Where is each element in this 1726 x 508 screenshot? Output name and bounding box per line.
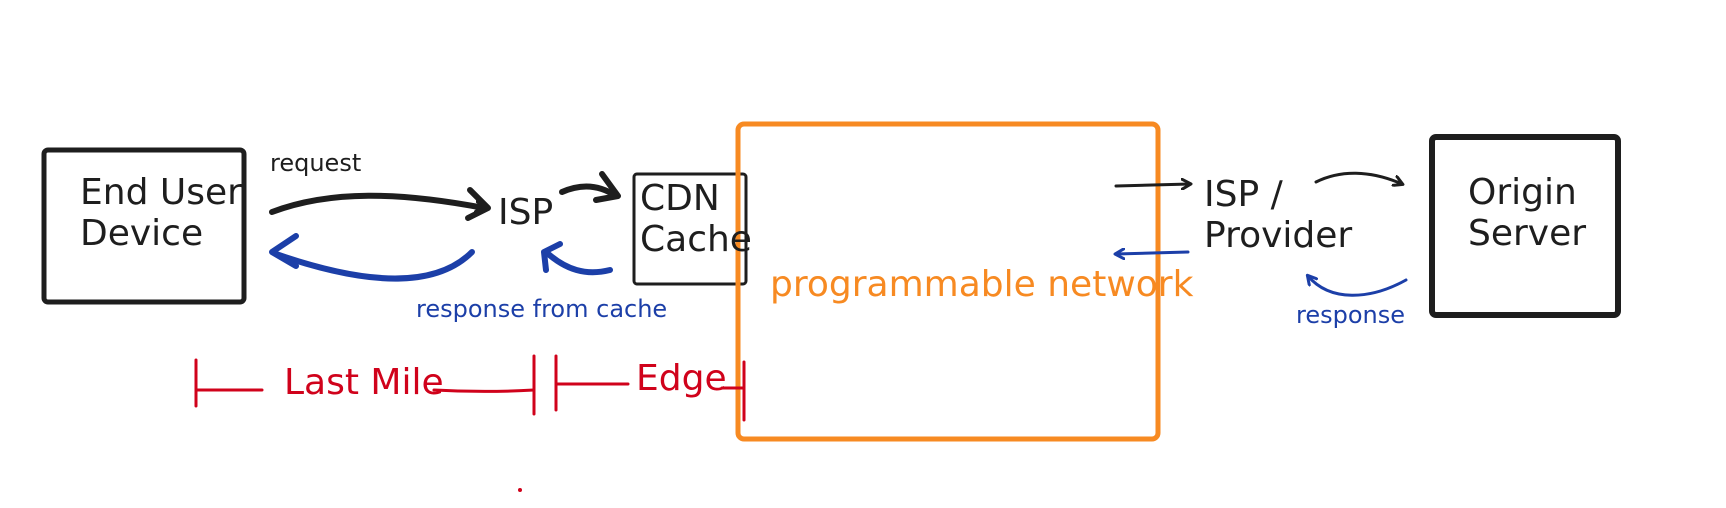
- response-label: response: [1296, 301, 1406, 329]
- request-arrow: [269, 192, 487, 215]
- isp-label: ISP: [498, 192, 554, 233]
- isp-provider-line-2: Provider: [1204, 215, 1353, 257]
- request-arrowhead: [465, 187, 491, 221]
- response-from-cache-arrowhead: [541, 241, 563, 273]
- origin-response-arrow: [1308, 276, 1408, 297]
- end-user-device-line-2: Device: [80, 213, 204, 255]
- provider-to-origin-arrow: [1314, 171, 1402, 184]
- cdn-cache-line-2: Cache: [640, 219, 752, 261]
- edge-label: Edge: [636, 358, 727, 399]
- isp-to-cdn-arrow: [559, 183, 619, 199]
- end-user-device-label: End User Device: [80, 172, 242, 255]
- last-mile-label: Last Mile: [284, 362, 444, 403]
- cdn-cache-line-1: CDN: [640, 178, 720, 219]
- origin-server-line-1: Origin: [1468, 172, 1577, 213]
- request-label: request: [270, 149, 362, 177]
- network-to-provider-arrow: [1114, 184, 1190, 186]
- edge-bracket: [554, 354, 746, 422]
- provider-to-network-arrow: [1116, 252, 1190, 254]
- cdn-cache-label: CDN Cache: [640, 178, 752, 261]
- origin-server-label: Origin Server: [1468, 172, 1586, 255]
- isp-to-cdn-arrowhead: [593, 171, 621, 203]
- cdn-cache-box: [632, 172, 748, 286]
- response-from-cache-label: response from cache: [416, 295, 668, 323]
- stray-dot: [518, 488, 522, 492]
- last-mile-bracket: [194, 354, 536, 416]
- origin-server-line-2: Server: [1468, 213, 1587, 255]
- programmable-network-label: programmable network: [770, 264, 1194, 305]
- isp-provider-label: ISP / Provider: [1204, 174, 1352, 257]
- programmable-network-box: [735, 121, 1161, 442]
- response-from-cache-arrow: [543, 249, 613, 276]
- response-arrowhead-to-user: [269, 233, 299, 269]
- isp-provider-line-1: ISP /: [1204, 174, 1283, 215]
- end-user-device-line-1: End User: [80, 172, 242, 213]
- origin-server-box: [1429, 134, 1621, 318]
- end-user-device-box: [41, 147, 247, 305]
- response-arrow-to-user: [273, 249, 475, 282]
